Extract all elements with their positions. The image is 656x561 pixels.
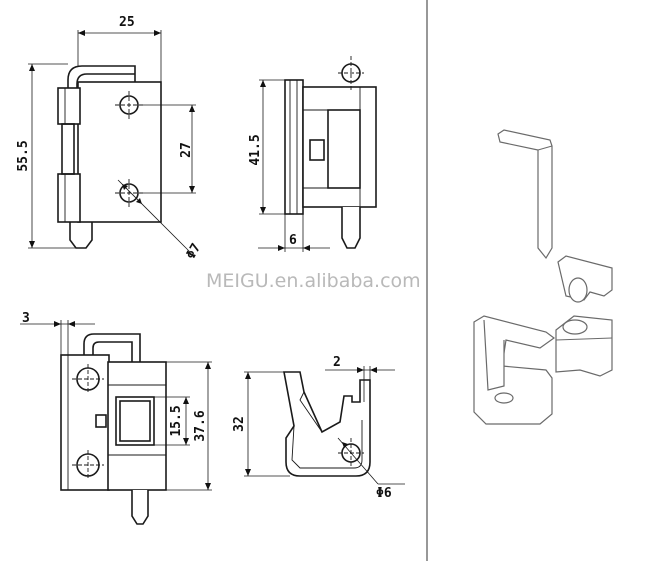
dim-pin-diameter: Φ6 — [376, 486, 392, 501]
dim-hole-spacing: 27 — [179, 142, 194, 158]
top-front-view — [28, 30, 196, 253]
dim-front-inner-height: 37.6 — [193, 410, 208, 441]
dim-height-total: 55.5 — [16, 140, 31, 171]
dim-bottom-height: 32 — [232, 416, 247, 432]
dim-side-offset: 6 — [289, 233, 297, 248]
dim-side-height: 41.5 — [248, 134, 263, 165]
dim-bottom-gap: 2 — [333, 355, 341, 370]
bottom-side-view — [244, 366, 405, 485]
dim-slot-height: 15.5 — [169, 405, 184, 436]
watermark: MEIGU.en.alibaba.com — [206, 270, 421, 292]
dim-hole-diameter: Φ7 — [183, 241, 204, 262]
bottom-front-view — [20, 320, 212, 525]
top-side-view — [258, 56, 377, 252]
isometric-hinge-view — [473, 129, 613, 425]
dim-width-total: 25 — [119, 15, 135, 30]
dim-front-offset: 3 — [22, 311, 30, 326]
